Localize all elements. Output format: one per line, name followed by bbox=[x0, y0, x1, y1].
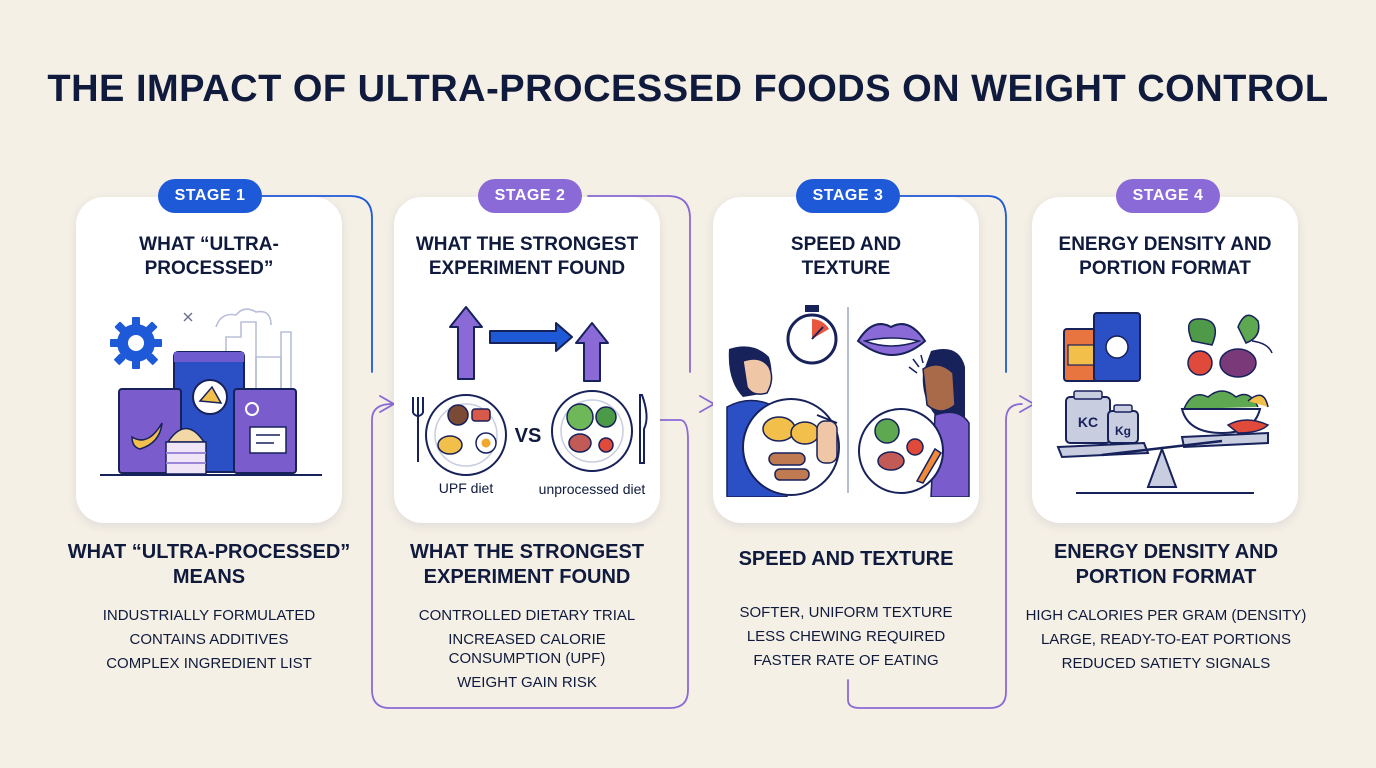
arrow-into-card-3 bbox=[699, 395, 715, 413]
diet-experiment-illustration: VS bbox=[412, 306, 648, 476]
stage-4-point: REDUCED SATIETY SIGNALS bbox=[1061, 655, 1271, 672]
spark-icon bbox=[183, 312, 193, 322]
weight-kg-label: Kg bbox=[1115, 424, 1131, 438]
stage-1-point: CONTAINS ADDITIVES bbox=[129, 631, 289, 648]
stage-4-points: HIGH CALORIES PER GRAM (DENSITY) LARGE, … bbox=[1016, 604, 1316, 676]
weight-kc-label: KC bbox=[1078, 414, 1098, 430]
chip-bag-orange-icon bbox=[1063, 328, 1099, 382]
arrow-right-icon bbox=[489, 322, 573, 352]
stage-2-badge: STAGE 2 bbox=[478, 179, 582, 213]
stage-2-card: WHAT THE STRONGEST EXPERIMENT FOUND VS bbox=[394, 197, 660, 523]
chip-bag-blue-icon bbox=[1093, 312, 1141, 382]
balance-scale-icon bbox=[1056, 431, 1269, 494]
energy-density-scale-illustration: KC Kg bbox=[1056, 312, 1273, 494]
upf-plate-icon bbox=[425, 394, 507, 476]
weights-icon: KC Kg bbox=[1065, 390, 1139, 444]
vs-label: VS bbox=[515, 425, 542, 447]
connector-2-top bbox=[587, 195, 691, 373]
stage-2-card-title: WHAT THE STRONGEST EXPERIMENT FOUND bbox=[415, 234, 639, 279]
stage-2-points: CONTROLLED DIETARY TRIAL INCREASED CALOR… bbox=[377, 604, 677, 695]
stage-3-card-title: SPEED AND TEXTURE bbox=[790, 234, 902, 279]
stage-2-point: CONTROLLED DIETARY TRIAL bbox=[418, 607, 636, 624]
stage-1-point: COMPLEX INGREDIENT LIST bbox=[106, 655, 312, 672]
arrow-up-right-icon bbox=[575, 322, 609, 382]
stage-3-badge: STAGE 3 bbox=[796, 179, 900, 213]
connector-1-to-2 bbox=[257, 195, 373, 373]
stage-3-card: SPEED AND TEXTURE bbox=[713, 197, 979, 523]
speed-texture-illustration bbox=[726, 305, 970, 497]
package-gear-icon bbox=[233, 388, 297, 474]
upf-diet-label: UPF diet bbox=[438, 480, 494, 496]
stage-1-details: WHAT “ULTRA-PROCESSED” MEANS INDUSTRIALL… bbox=[59, 540, 359, 676]
stage-4-details: ENERGY DENSITY AND PORTION FORMAT HIGH C… bbox=[1016, 540, 1316, 676]
stage-1-points: INDUSTRIALLY FORMULATED CONTAINS ADDITIV… bbox=[59, 604, 359, 676]
cake-box-icon bbox=[165, 427, 207, 475]
fork-icon bbox=[412, 397, 424, 462]
fork-hand-icon bbox=[816, 414, 838, 464]
stage-1-badge: STAGE 1 bbox=[158, 179, 262, 213]
veggie-plate-icon bbox=[858, 408, 944, 494]
stopwatch-icon bbox=[786, 305, 838, 365]
stage-3-point: LESS CHEWING REQUIRED bbox=[746, 628, 946, 645]
stage-4-heading: ENERGY DENSITY AND PORTION FORMAT bbox=[1053, 541, 1279, 588]
man-eating-icon bbox=[908, 349, 970, 497]
stage-3-heading: SPEED AND TEXTURE bbox=[738, 548, 954, 570]
stage-1-heading: WHAT “ULTRA-PROCESSED” MEANS bbox=[67, 541, 351, 588]
knife-icon bbox=[639, 394, 648, 464]
stage-4-card: ENERGY DENSITY AND PORTION FORMAT bbox=[1032, 197, 1298, 523]
vegetables-icon bbox=[1187, 314, 1273, 378]
stage-2-point: WEIGHT GAIN RISK bbox=[457, 674, 597, 691]
gear-icon bbox=[110, 317, 162, 369]
stage-2-heading: WHAT THE STRONGEST EXPERIMENT FOUND bbox=[409, 541, 645, 588]
factory-packaging-illustration bbox=[100, 308, 322, 476]
stage-2-details: WHAT THE STRONGEST EXPERIMENT FOUND CONT… bbox=[377, 540, 677, 695]
soft-food-plate-icon bbox=[742, 398, 840, 496]
connector-3-bottom bbox=[847, 403, 1023, 709]
unprocessed-diet-label: unprocessed diet bbox=[538, 481, 646, 497]
factory-icon bbox=[215, 308, 292, 407]
stage-4-card-title: ENERGY DENSITY AND PORTION FORMAT bbox=[1058, 234, 1272, 279]
stage-1-point: INDUSTRIALLY FORMULATED bbox=[102, 607, 316, 624]
stage-3-point: FASTER RATE OF EATING bbox=[753, 652, 939, 669]
stage-3-details: SPEED AND TEXTURE SOFTER, UNIFORM TEXTUR… bbox=[696, 547, 996, 673]
stage-4-point: HIGH CALORIES PER GRAM (DENSITY) bbox=[1025, 607, 1307, 624]
page-title: THE IMPACT OF ULTRA-PROCESSED FOODS ON W… bbox=[47, 68, 1329, 110]
connector-2-to-3 bbox=[371, 403, 689, 709]
connector-3-to-4 bbox=[897, 195, 1007, 373]
salad-bowl-icon bbox=[1180, 390, 1270, 435]
stage-1-card: WHAT “ULTRA-PROCESSED” bbox=[76, 197, 342, 523]
stage-1-card-title: WHAT “ULTRA-PROCESSED” bbox=[139, 234, 279, 279]
stage-4-point: LARGE, READY-TO-EAT PORTIONS bbox=[1040, 631, 1292, 648]
arrow-up-left-icon bbox=[449, 306, 483, 380]
stage-3-point: SOFTER, UNIFORM TEXTURE bbox=[739, 604, 953, 621]
stage-4-badge: STAGE 4 bbox=[1116, 179, 1220, 213]
mouth-icon bbox=[856, 323, 927, 356]
unprocessed-plate-icon bbox=[551, 390, 633, 472]
stage-3-points: SOFTER, UNIFORM TEXTURE LESS CHEWING REQ… bbox=[696, 601, 996, 673]
stage-2-point: INCREASED CALORIE CONSUMPTION (UPF) bbox=[448, 631, 606, 667]
